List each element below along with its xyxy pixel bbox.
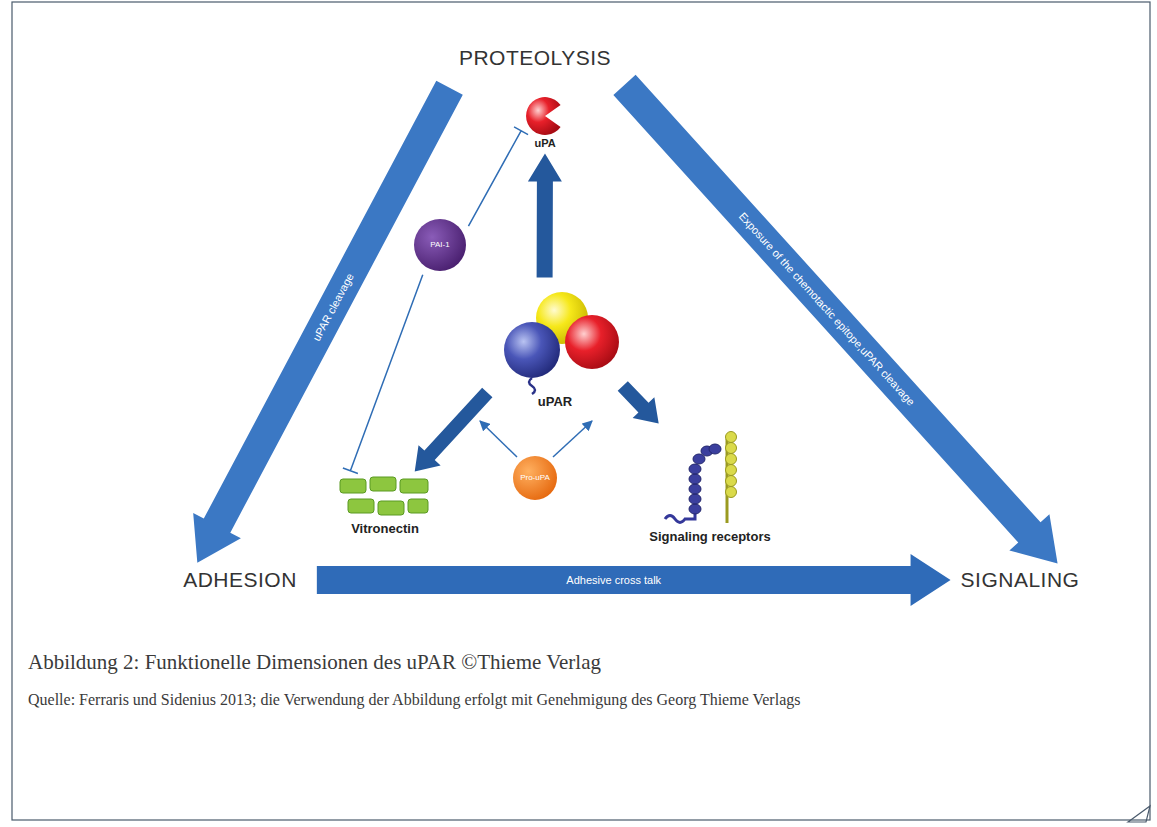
arrow-label: Adhesive cross talk [566, 574, 661, 586]
arrow-label: Exposure of the chemotactic epitope,uPAR… [737, 210, 918, 408]
receptor-domain [689, 494, 701, 504]
circle-body [414, 219, 466, 271]
arrow-label: uPAR cleavage [310, 271, 356, 343]
block-arrow [415, 388, 493, 472]
signaling-receptor-node: Signaling receptors [649, 427, 770, 544]
block-arrow [618, 381, 659, 423]
enzyme-symbol [526, 97, 561, 135]
process-heading: ADHESION [183, 568, 297, 592]
inhibition-line [343, 275, 423, 474]
block-arrow [317, 554, 951, 606]
corner-mark [1128, 806, 1150, 822]
receptor-domain [726, 442, 737, 453]
matrix-protein-node: Vitronectin [340, 475, 430, 536]
receptor-domain [689, 474, 701, 484]
enzyme-node: uPA [523, 96, 567, 149]
vitro-illustration [340, 475, 430, 519]
receptor-domain [689, 504, 701, 514]
pro-upa-binding-arrows [480, 421, 592, 457]
node-label: SIGNALING [961, 568, 1080, 592]
source-note: Quelle: Ferraris und Sidenius 2013; die … [28, 688, 1118, 711]
protein-block [370, 477, 396, 491]
protein-block [340, 479, 366, 493]
pacman-illustration [523, 96, 567, 136]
frame-border [12, 2, 1150, 820]
node-label: Vitronectin [351, 521, 419, 536]
node-label: ADHESION [183, 568, 297, 592]
process-heading: PROTEOLYSIS [459, 46, 611, 70]
receptor-domain [709, 444, 721, 454]
receptor-domain [726, 475, 737, 486]
balls-illustration [490, 282, 620, 392]
receptors-illustration [665, 427, 755, 527]
node-label: Signaling receptors [649, 529, 770, 544]
inhibitor-circle: PAI-1 [413, 218, 467, 272]
receptor-domain [726, 453, 737, 464]
receptor-domain [726, 464, 737, 475]
receptor-domain [726, 486, 737, 497]
protein-block [348, 499, 374, 513]
circle-body [513, 456, 557, 500]
node-label: PAI-1 [430, 241, 449, 249]
domain-ball [504, 322, 560, 378]
protein-block [378, 501, 404, 515]
receptor-domain [693, 454, 705, 464]
block-arrow [528, 154, 562, 278]
receptor-node: uPAR [490, 282, 620, 409]
receptor-domain [689, 464, 701, 474]
node-label: uPA [534, 137, 555, 149]
protein-block [400, 479, 428, 493]
receptor-domain [689, 484, 701, 494]
block-arrow [613, 75, 1057, 564]
domain-ball [565, 315, 619, 369]
binding-arrow [553, 421, 592, 457]
receptor-domain [726, 431, 737, 442]
binding-arrow [480, 421, 517, 457]
node-label: PROTEOLYSIS [459, 46, 611, 70]
anchor-tail [529, 378, 535, 394]
node-label: uPAR [538, 394, 572, 409]
protein-block [408, 499, 428, 513]
block-arrow [193, 81, 463, 563]
proenzyme-circle: Pro-uPA [512, 455, 558, 501]
process-heading: SIGNALING [961, 568, 1080, 592]
figure-caption: Abbildung 2: Funktionelle Dimensionen de… [28, 650, 1128, 675]
node-label: Pro-uPA [520, 474, 550, 482]
inhibition-line [468, 127, 528, 226]
